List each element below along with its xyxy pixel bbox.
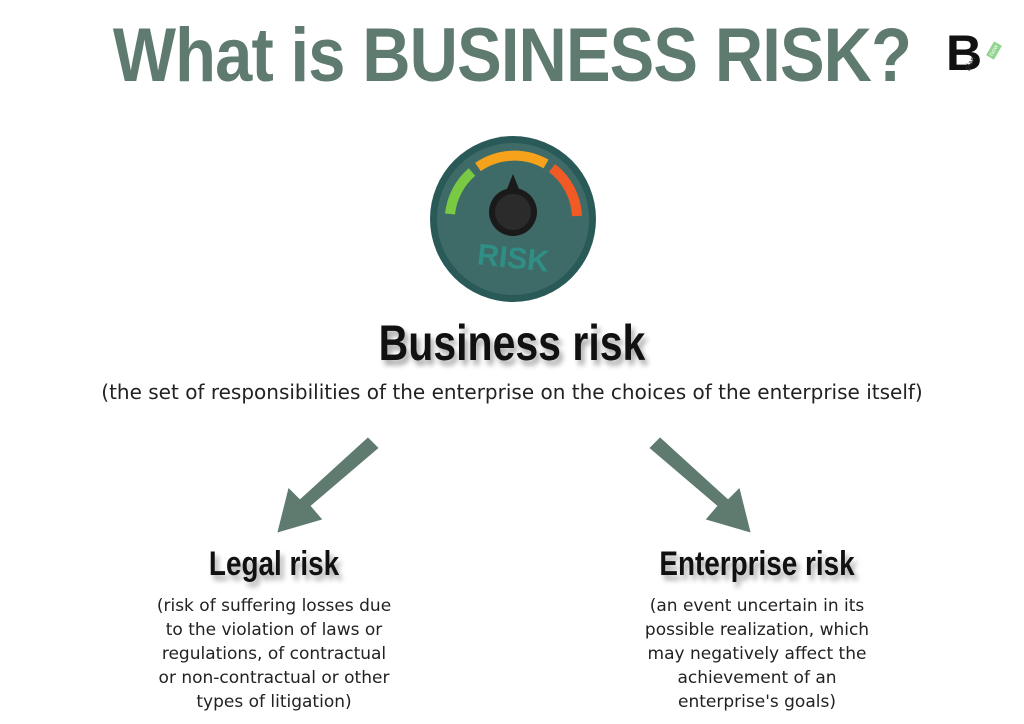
enterprise-risk-line: possible realization, which <box>644 620 870 640</box>
legal-risk-line: regulations, of contractual <box>161 644 387 664</box>
risk-gauge-icon: RISK <box>430 136 596 302</box>
main-heading: Business risk <box>378 315 646 371</box>
legal-risk-line: (risk of suffering losses due <box>156 596 392 616</box>
enterprise-risk-description: (an event uncertain in its possible real… <box>607 594 907 714</box>
legal-risk-description: (risk of suffering losses due to the vio… <box>124 594 424 714</box>
page-title: What is BUSINESS RISK? <box>112 13 912 98</box>
brand-logo: B now plan <box>946 25 1008 81</box>
gauge-label: RISK <box>476 238 551 278</box>
legal-risk-line: types of litigation) <box>196 692 352 712</box>
legal-risk-heading: Legal risk <box>208 545 340 583</box>
logo-letter: B <box>946 25 983 81</box>
enterprise-risk-line: (an event uncertain in its <box>649 596 865 616</box>
logo-badge: now <box>986 41 1002 60</box>
enterprise-risk-line: achievement of an <box>677 668 837 688</box>
arrow-down-left-icon <box>274 434 382 536</box>
main-subtitle: (the set of responsibilities of the ente… <box>101 380 923 404</box>
enterprise-risk-heading: Enterprise risk <box>659 545 855 583</box>
legal-risk-line: to the violation of laws or <box>165 620 383 640</box>
enterprise-risk-line: enterprise's goals) <box>678 692 836 712</box>
enterprise-risk-line: may negatively affect the <box>647 644 867 664</box>
arrow-down-right-icon <box>646 434 754 536</box>
legal-risk-line: or non-contractual or other <box>158 668 390 688</box>
